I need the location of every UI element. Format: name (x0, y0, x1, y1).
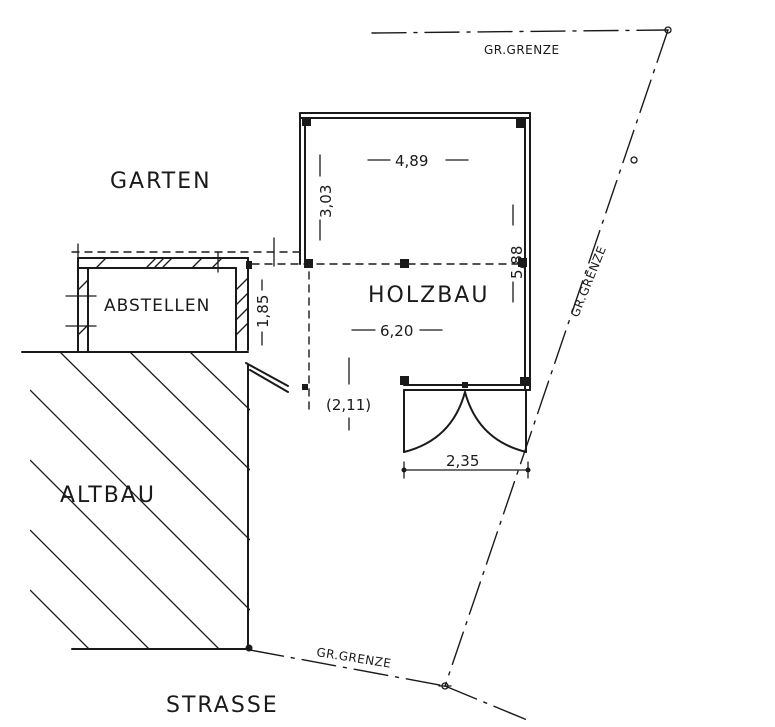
boundary-line-bottom-right (444, 685, 533, 723)
label-strasse: STRASSE (166, 693, 279, 718)
label-boundary-bottom: GR.GRENZE (316, 645, 393, 671)
label-abstellen: ABSTELLEN (104, 296, 210, 316)
label-boundary-right: GR.GRENZE (568, 244, 609, 319)
gate-swing-left (403, 391, 466, 453)
dim-holzbau-depth-left: 3,03 (317, 185, 335, 218)
dim-entrance-width: 2,35 (446, 452, 479, 470)
dimension-lines (261, 154, 531, 479)
dim-abstellen-depth: 1,85 (254, 295, 272, 328)
post-front-right (520, 377, 529, 386)
label-altbau: ALTBAU (60, 483, 156, 508)
entrance-gates (403, 389, 527, 453)
post-top-right (516, 119, 525, 128)
post-front-left (400, 376, 409, 385)
post-middle-center (400, 259, 409, 268)
label-boundary-top: GR.GRENZE (484, 43, 560, 57)
post-passage (302, 384, 308, 390)
post-front-center (462, 382, 468, 388)
altbau-door-line (245, 362, 289, 387)
gate-swing-right (464, 391, 527, 453)
boundary-corner-marker-top (664, 26, 672, 34)
abstellen-wall-hatching (77, 257, 249, 336)
altbau-hatching (30, 352, 250, 650)
abstellen-storage (65, 237, 301, 353)
post-middle-left (304, 259, 313, 268)
label-holzbau: HOLZBAU (368, 283, 489, 308)
post-top-left (302, 117, 311, 126)
boundary-line-right (444, 29, 669, 687)
label-garten: GARTEN (110, 169, 212, 194)
holzbau-building (251, 112, 531, 453)
abstellen-corner-post (246, 261, 252, 269)
dim-holzbau-width-middle: 6,20 (380, 322, 413, 340)
boundary-line-bottom (249, 649, 446, 687)
property-boundary (249, 26, 672, 723)
dim-holzbau-depth-right: 5,88 (508, 246, 526, 279)
boundary-line-top (371, 29, 669, 34)
altbau-corner-post (245, 644, 253, 652)
post-middle-right (518, 258, 527, 267)
altbau-building (21, 351, 289, 652)
dim-holzbau-width-top: 4,89 (395, 152, 428, 170)
dim-passage-width: (2,11) (326, 396, 371, 414)
boundary-marker-right (630, 156, 638, 164)
